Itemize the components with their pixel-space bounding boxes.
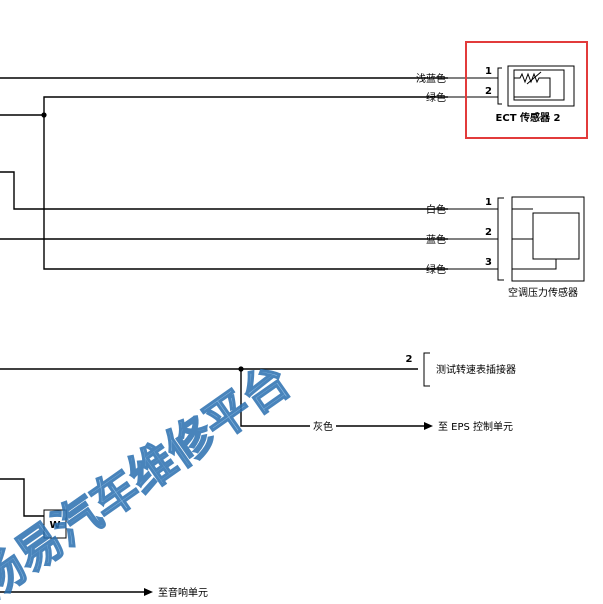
wire-eps [240,369,310,427]
connector-bracket [497,67,502,105]
pin-number: 2 [485,227,492,238]
wire-ac-pin1 [0,171,448,210]
wire-ac-pin3 [43,115,448,270]
connector-bracket [497,197,504,281]
component-name: 测试转速表插接器 [436,363,516,376]
ect-sensor-housing [507,65,575,107]
connector-bracket [423,352,430,387]
pin-number: 1 [485,66,492,77]
pin-number: 1 [485,197,492,208]
wire-color-label: 绿色 [426,263,446,276]
arrow-head [424,422,433,430]
pin-number: 2 [406,354,413,365]
arrow-head [144,588,153,596]
destination-label: 至 EPS 控制单元 [438,420,513,433]
tach-connector-section: 灰色 至 EPS 控制单元 2 测试转速表插接器 [0,352,516,433]
destination-label: 至音响单元 [158,586,208,599]
junction-block [43,509,67,539]
audio-section: W 至音响单元 [0,478,208,599]
thermistor-arrow [526,71,542,85]
wire-color-label: 蓝色 [426,233,446,246]
component-name: 空调压力传感器 [508,286,578,299]
ac-sensor-lead [512,259,557,270]
ect-sensor-inner [513,69,565,101]
watermark: 汤易汽车维修平台 [0,354,300,604]
wire-color-label: 浅蓝色 [416,72,446,85]
component-name: ECT 传感器 2 [496,111,561,124]
wire-color-label: 灰色 [313,420,333,433]
junction-label: W [49,520,60,531]
thermistor-icon [514,72,551,98]
wire-audio-upper [0,478,44,517]
pin-number: 3 [485,257,492,268]
wire-ect-pin2 [0,96,448,116]
highlight-box [465,41,588,139]
wire-color-label: 绿色 [426,91,446,104]
wire-color-label: 白色 [426,203,446,216]
ac-pressure-sensor-section: 白色 蓝色 绿色 1 2 3 空调压力传感器 [0,115,585,299]
ect-sensor-section: 浅蓝色 绿色 1 2 ECT 传感器 2 [0,41,588,139]
ac-sensor-element [532,212,580,260]
pin-number: 2 [485,86,492,97]
